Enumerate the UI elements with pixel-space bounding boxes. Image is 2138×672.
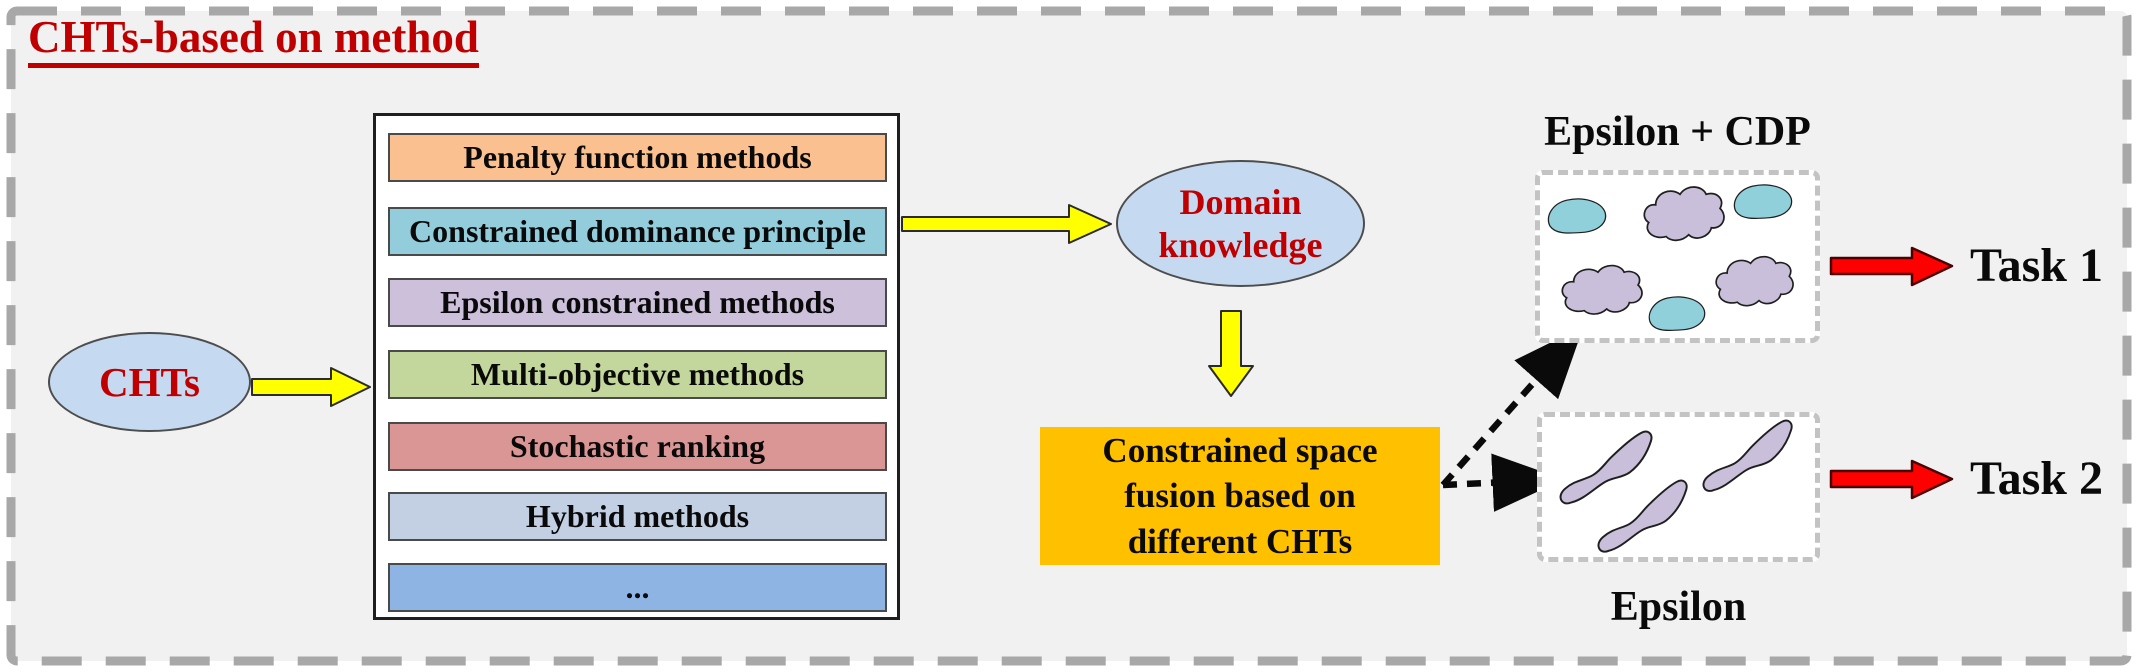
task1-label: Task 1 bbox=[1970, 239, 2103, 292]
epsilon-cdp-title: Epsilon + CDP bbox=[1544, 109, 1811, 155]
dashed-arrow-to-epsilon-icon bbox=[1442, 453, 1564, 512]
diagram-title: CHTs-based on method bbox=[28, 13, 479, 69]
red-arrow-right-icon bbox=[1829, 246, 1954, 287]
red-arrow-right-icon bbox=[1829, 459, 1954, 500]
cloud-icon bbox=[1561, 264, 1643, 315]
methods-list-box: Penalty function methods Constrained dom… bbox=[373, 113, 900, 620]
yellow-arrow-right-icon bbox=[251, 367, 371, 407]
chts-node: CHTs bbox=[48, 332, 251, 432]
task2-label: Task 2 bbox=[1970, 452, 2103, 505]
chts-node-label: CHTs bbox=[98, 359, 201, 405]
method-bar-cdp: Constrained dominance principle bbox=[388, 207, 887, 256]
wave-blade-icon bbox=[1559, 430, 1653, 505]
teal-blob-icon bbox=[1648, 296, 1706, 332]
method-bar-multiobj: Multi-objective methods bbox=[388, 350, 887, 399]
domain-knowledge-label: Domain knowledge bbox=[1158, 182, 1323, 265]
teal-blob-icon bbox=[1733, 184, 1793, 220]
dashed-arrow-to-epsilon-cdp-icon bbox=[1440, 326, 1584, 488]
yellow-arrow-down-icon bbox=[1208, 310, 1254, 397]
yellow-arrow-right-icon bbox=[901, 204, 1112, 244]
method-bar-epsilon: Epsilon constrained methods bbox=[388, 278, 887, 327]
domain-knowledge-node: Domain knowledge bbox=[1116, 160, 1365, 287]
method-bar-stochastic: Stochastic ranking bbox=[388, 422, 887, 471]
method-bar-ellipsis: ... bbox=[388, 563, 887, 612]
epsilon-shapes bbox=[1559, 419, 1793, 553]
dashed-arrows bbox=[1440, 326, 1584, 512]
wave-blade-icon bbox=[1702, 419, 1793, 492]
epsilon-cdp-shapes bbox=[1547, 184, 1794, 332]
fusion-box-label: Constrained space fusion based on differ… bbox=[1102, 430, 1378, 561]
teal-blob-icon bbox=[1547, 198, 1607, 234]
cloud-icon bbox=[1715, 255, 1794, 307]
method-bar-penalty: Penalty function methods bbox=[388, 133, 887, 182]
fusion-box: Constrained space fusion based on differ… bbox=[1040, 427, 1440, 565]
method-bar-hybrid: Hybrid methods bbox=[388, 492, 887, 541]
epsilon-caption: Epsilon bbox=[1610, 584, 1747, 630]
wave-blade-icon bbox=[1597, 479, 1688, 553]
cloud-icon bbox=[1643, 186, 1725, 242]
